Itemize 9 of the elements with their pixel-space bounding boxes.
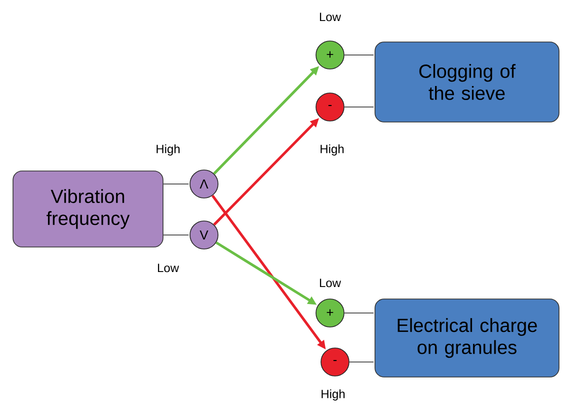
- level-label: High: [156, 144, 180, 156]
- process-box: Electrical charge on granules: [374, 298, 560, 378]
- level-label: High: [320, 144, 344, 156]
- process-box: Vibration frequency: [12, 170, 164, 248]
- process-box: Clogging of the sieve: [374, 42, 560, 122]
- level-label: Low: [158, 264, 180, 272]
- level-label: Low: [320, 12, 342, 22]
- level-label: Low: [320, 278, 342, 288]
- level-label: High: [322, 389, 345, 401]
